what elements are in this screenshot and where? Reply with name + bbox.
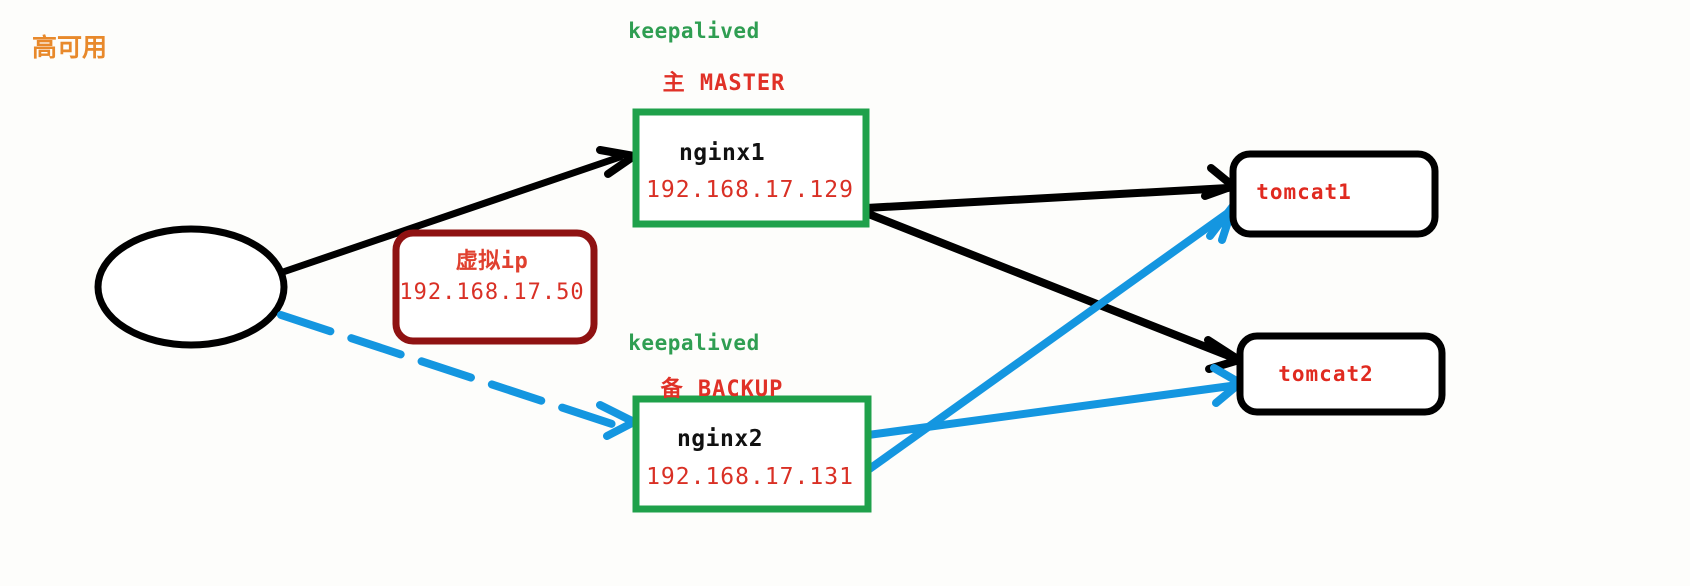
nginx1-box[interactable] <box>632 108 870 228</box>
tomcat1-box[interactable] <box>1229 150 1439 238</box>
nginx2-box[interactable] <box>632 395 872 513</box>
edge-client-to-nginx1 <box>279 153 624 276</box>
edge-nginx1-to-tomcat2 <box>862 209 1238 362</box>
tomcat2-box[interactable] <box>1236 332 1446 416</box>
client-ellipse[interactable] <box>94 225 288 349</box>
edge-nginx2-to-tomcat2 <box>864 381 1242 439</box>
virtual-ip-box[interactable] <box>392 229 598 345</box>
edge-nginx1-to-tomcat1 <box>862 184 1232 212</box>
edge-client-to-nginx2 <box>277 311 616 428</box>
